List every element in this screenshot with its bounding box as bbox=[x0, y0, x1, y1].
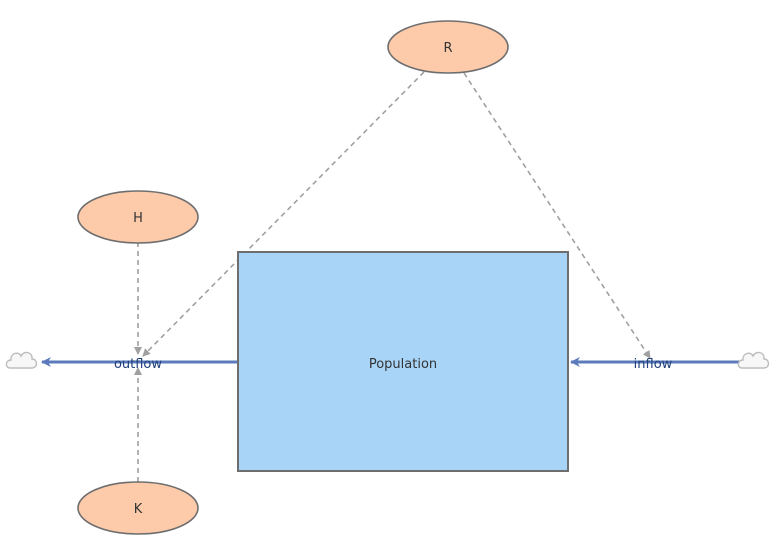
variable-k[interactable]: K bbox=[77, 481, 199, 535]
link-r-to-outflow bbox=[142, 71, 425, 357]
stock-population[interactable]: Population bbox=[237, 251, 569, 472]
cloud-icon bbox=[737, 351, 770, 369]
cloud-icon bbox=[5, 351, 38, 369]
link-r-to-inflow bbox=[463, 72, 651, 359]
variable-h-label: H bbox=[133, 211, 143, 226]
variable-r-label: R bbox=[443, 41, 452, 56]
variable-r[interactable]: R bbox=[387, 20, 509, 74]
variable-k-label: K bbox=[134, 502, 143, 517]
stock-label: Population bbox=[369, 357, 437, 372]
outflow-label[interactable]: outflow bbox=[114, 357, 162, 372]
inflow-label[interactable]: inflow bbox=[634, 357, 673, 372]
variable-h[interactable]: H bbox=[77, 190, 199, 244]
